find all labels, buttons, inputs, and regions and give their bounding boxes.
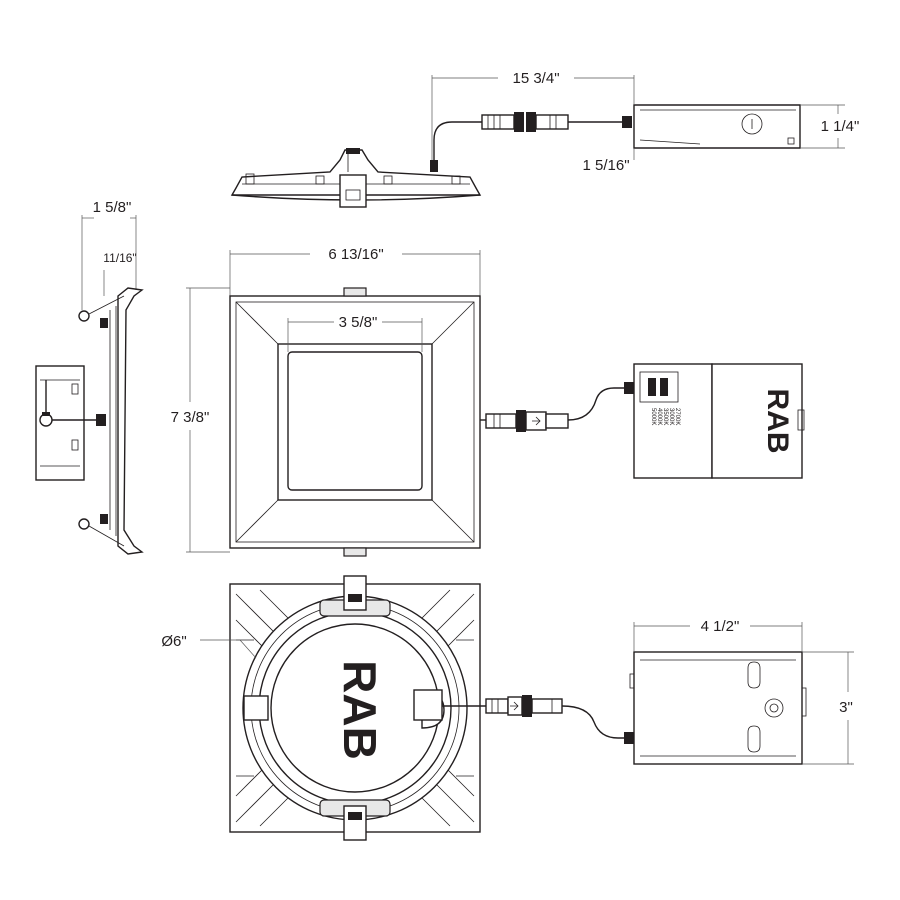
dim-lens-width: 3 5/8" [339,314,378,331]
dim-back-diameter: Ø6" [161,633,186,650]
cct-option-2: 4000K [656,408,662,425]
cct-option-4: 3000K [668,408,674,425]
back-view: RAB Ø6" [161,575,854,841]
dim-box-height-top: 1 1/4" [821,118,860,135]
rab-logo-back: RAB [334,660,386,760]
cct-switch-labels: 5000K 4000K 3500K 3000K 2700K [650,408,680,425]
dim-overall-length: 15 3/4" [512,70,559,87]
driver-box-rear [629,651,807,765]
cct-option-5: 2700K [674,408,680,425]
dim-box-height: 3" [839,699,853,716]
dim-box-length: 4 1/2" [701,618,740,635]
cct-option-1: 5000K [650,408,656,425]
dim-front-width: 6 13/16" [328,246,383,263]
rab-logo-driver: RAB [761,389,794,454]
front-view: 6 13/16" 7 3/8" 3 5/8" [171,246,805,557]
top-profile-view: 15 3/4" 1 1/4" 1 5/16" [230,70,860,208]
dim-front-height: 7 3/8" [171,409,210,426]
dim-connector-offset: 1 5/16" [582,157,629,174]
side-profile-view: 1 5/8" 11/16" [35,199,144,555]
cct-option-3: 3500K [662,408,668,425]
dim-side-depth: 1 5/8" [93,199,132,216]
connector-plug [481,112,569,132]
driver-box-front: 5000K 4000K 3500K 3000K 2700K RAB [633,363,805,479]
dim-bezel-depth: 11/16" [103,251,136,265]
spring-coil [346,148,360,172]
driver-box-side [633,104,801,149]
